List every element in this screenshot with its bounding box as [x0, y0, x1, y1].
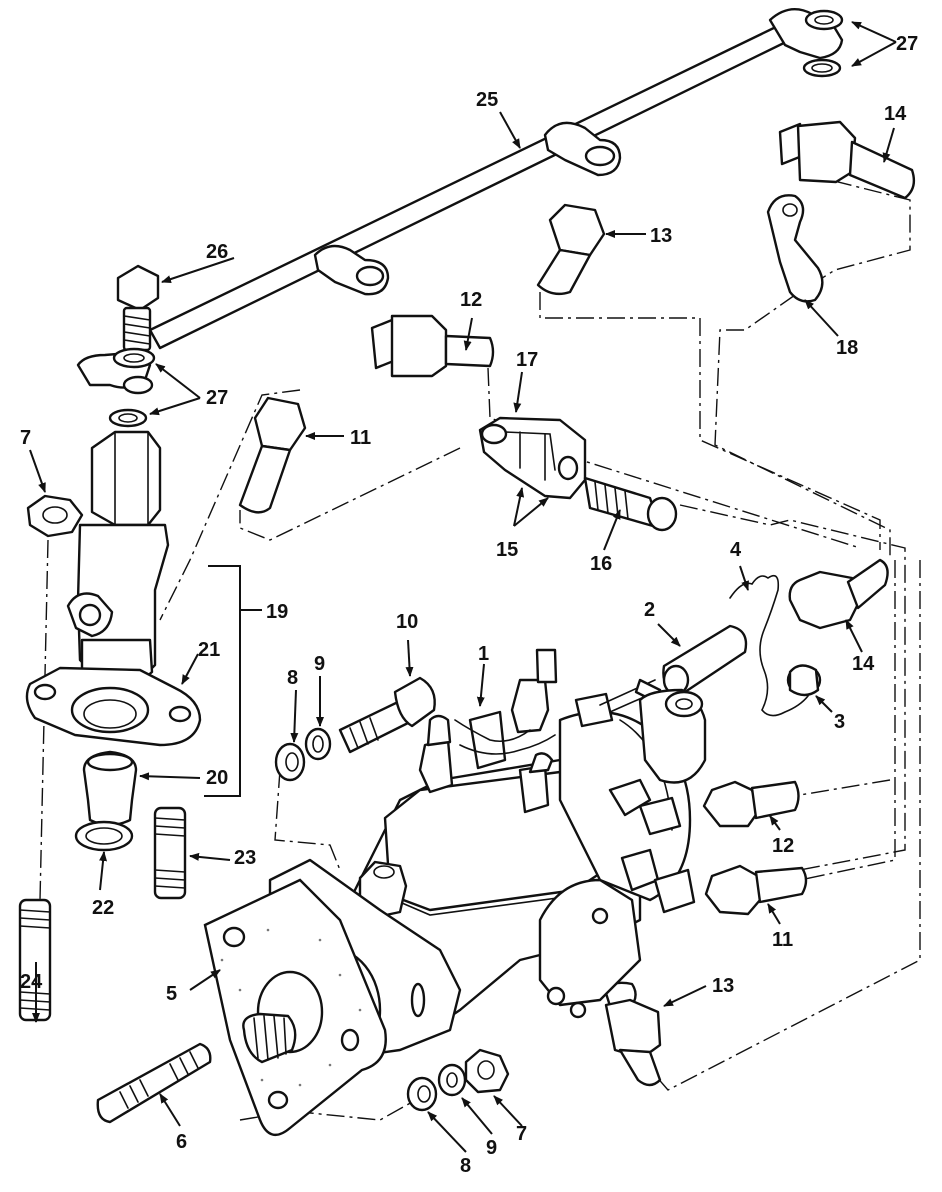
injector-clamp [25, 666, 202, 747]
union-11-top [238, 396, 307, 514]
callout-labels: 1 2 3 4 5 6 7 7 8 8 9 9 10 11 11 12 12 1… [20, 33, 918, 1177]
callout-18: 18 [836, 337, 858, 359]
union-12-right [702, 780, 800, 828]
callout-9-top: 9 [314, 653, 325, 675]
callout-16: 16 [590, 553, 612, 575]
callout-14-top: 14 [884, 103, 907, 125]
callout-26: 26 [206, 241, 228, 263]
callout-6: 6 [176, 1131, 187, 1153]
callout-24: 24 [20, 971, 43, 993]
union-14-top [778, 120, 916, 200]
stud-6 [96, 1042, 212, 1124]
callout-12-right: 12 [772, 835, 794, 857]
callout-10: 10 [396, 611, 418, 633]
washer-9-top [304, 727, 332, 761]
nut-bottom [464, 1048, 510, 1094]
callout-21: 21 [198, 639, 220, 661]
washer-9-bottom [437, 1063, 467, 1097]
sealing-washers-top [802, 58, 842, 78]
nut-left [26, 494, 84, 538]
banjo-bolt [108, 264, 160, 428]
washer-8-top [274, 742, 306, 782]
cap-3 [786, 664, 822, 697]
callout-13-top: 13 [650, 225, 672, 247]
pin-2 [662, 624, 748, 696]
callout-1: 1 [478, 643, 489, 665]
mounting-gasket [203, 878, 387, 1137]
union-12-top [370, 314, 495, 378]
washer-8-bottom [406, 1076, 438, 1112]
callout-2: 2 [644, 599, 655, 621]
bolt-16 [583, 476, 678, 532]
callout-12-top: 12 [460, 289, 482, 311]
callout-11-top: 11 [350, 427, 371, 449]
nozzle [74, 750, 138, 852]
chain [729, 574, 809, 717]
callout-7-left: 7 [20, 427, 31, 449]
callout-13-bottom: 13 [712, 975, 734, 997]
callout-3: 3 [834, 711, 845, 733]
bolt-10 [338, 676, 436, 754]
union-13-top [536, 203, 606, 296]
pipe-bracket [766, 194, 824, 303]
callout-17: 17 [516, 349, 538, 371]
callout-7-bottom: 7 [516, 1123, 527, 1145]
union-14-right [788, 558, 889, 630]
union-13-bottom [603, 981, 662, 1087]
union-11-right [704, 864, 808, 916]
bracket-assembly [478, 416, 587, 500]
callout-22: 22 [92, 897, 114, 919]
callout-5: 5 [166, 983, 177, 1005]
callout-23: 23 [234, 847, 256, 869]
callout-14-right: 14 [852, 653, 875, 675]
callout-25: 25 [476, 89, 498, 111]
callout-19: 19 [266, 601, 288, 623]
leak-off-pipe [76, 8, 844, 395]
callout-8-bottom: 8 [460, 1155, 471, 1177]
callout-4: 4 [730, 539, 742, 561]
callout-11-right: 11 [772, 929, 793, 951]
callout-20: 20 [206, 767, 228, 789]
stud-23 [153, 806, 187, 900]
injector-assembly [66, 430, 170, 684]
callout-27-top: 27 [896, 33, 918, 55]
leader-lines [29, 21, 897, 1153]
callout-8-top: 8 [287, 667, 298, 689]
callout-27-left: 27 [206, 387, 228, 409]
callout-15: 15 [496, 539, 518, 561]
callout-9-bottom: 9 [486, 1137, 497, 1159]
